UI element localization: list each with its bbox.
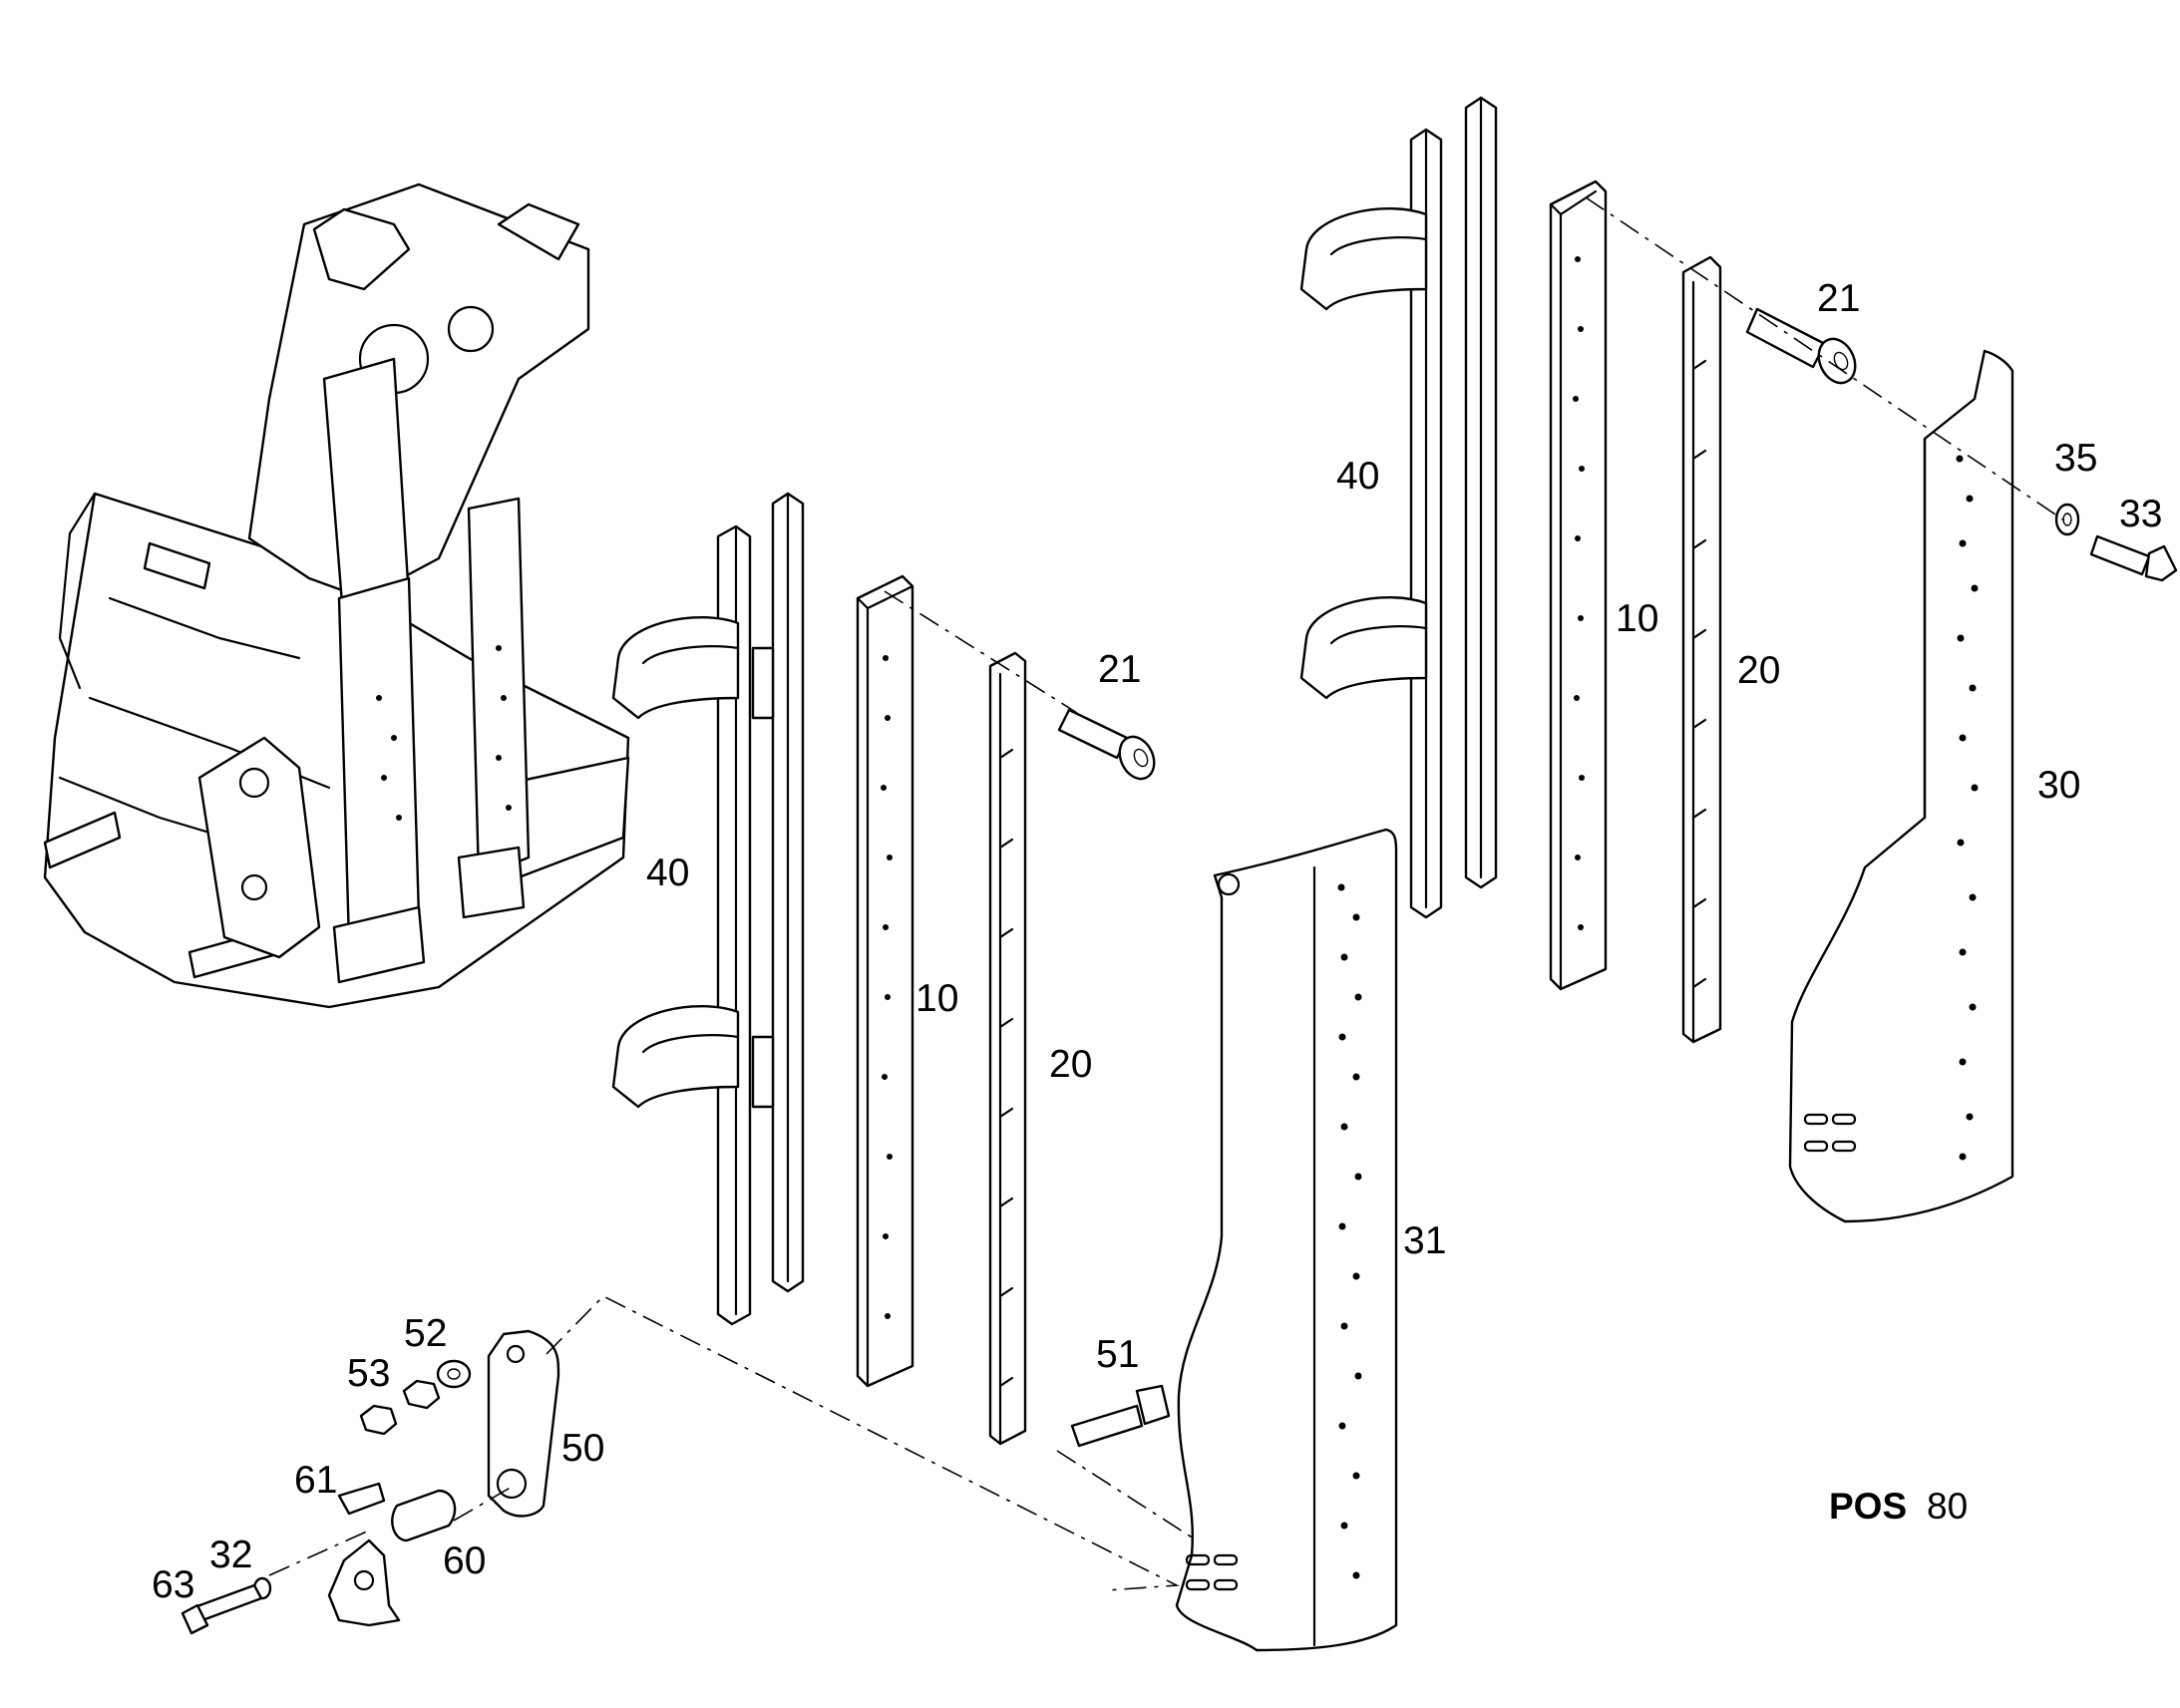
label-item-51: 51 bbox=[1096, 1333, 1139, 1376]
label-item-35: 35 bbox=[2054, 437, 2097, 480]
perforated-strip-left bbox=[856, 574, 914, 1388]
label-item-40-left: 40 bbox=[646, 852, 689, 894]
rail-set-left bbox=[611, 492, 805, 1326]
rail-set-right bbox=[1299, 96, 1498, 919]
perforated-strip-right bbox=[1549, 179, 1608, 991]
bolt-right bbox=[1745, 307, 1857, 385]
notched-bar-left bbox=[988, 651, 1027, 1446]
crane-column-assembly bbox=[43, 182, 630, 1009]
position-prefix: POS bbox=[1829, 1486, 1907, 1527]
label-item-53: 53 bbox=[347, 1352, 390, 1395]
notched-bar-right bbox=[1681, 255, 1722, 1044]
label-item-60: 60 bbox=[443, 1539, 486, 1582]
label-item-20-right: 20 bbox=[1737, 649, 1780, 692]
label-item-30: 30 bbox=[2037, 764, 2080, 807]
cover-panel-31 bbox=[1175, 828, 1398, 1652]
label-item-61: 61 bbox=[294, 1459, 337, 1502]
label-item-50: 50 bbox=[561, 1427, 604, 1470]
label-item-32: 32 bbox=[209, 1534, 252, 1576]
bolt-33 bbox=[2089, 534, 2178, 582]
label-item-20-left: 20 bbox=[1049, 1043, 1092, 1086]
bolt-51 bbox=[1070, 1384, 1171, 1448]
label-item-63: 63 bbox=[152, 1563, 194, 1606]
position-caption: POS 80 bbox=[1829, 1486, 1968, 1527]
label-item-33: 33 bbox=[2119, 493, 2162, 535]
position-number: 80 bbox=[1927, 1486, 1968, 1527]
label-item-40-right: 40 bbox=[1336, 455, 1379, 498]
label-item-21-right: 21 bbox=[1817, 277, 1860, 320]
cover-panel-30 bbox=[1788, 349, 2014, 1223]
label-item-10-right: 10 bbox=[1616, 597, 1658, 640]
label-item-52: 52 bbox=[404, 1312, 447, 1355]
item-labels: 40 10 20 21 31 51 40 10 20 21 30 35 33 5… bbox=[152, 277, 2162, 1606]
label-item-10-left: 10 bbox=[915, 977, 958, 1020]
bracket-assembly bbox=[181, 1329, 560, 1635]
assembly-lines bbox=[268, 196, 2065, 1591]
label-item-31: 31 bbox=[1403, 1219, 1446, 1262]
bolt-left bbox=[1057, 708, 1156, 781]
label-item-21-left: 21 bbox=[1098, 648, 1141, 691]
washer-35 bbox=[2054, 503, 2080, 536]
